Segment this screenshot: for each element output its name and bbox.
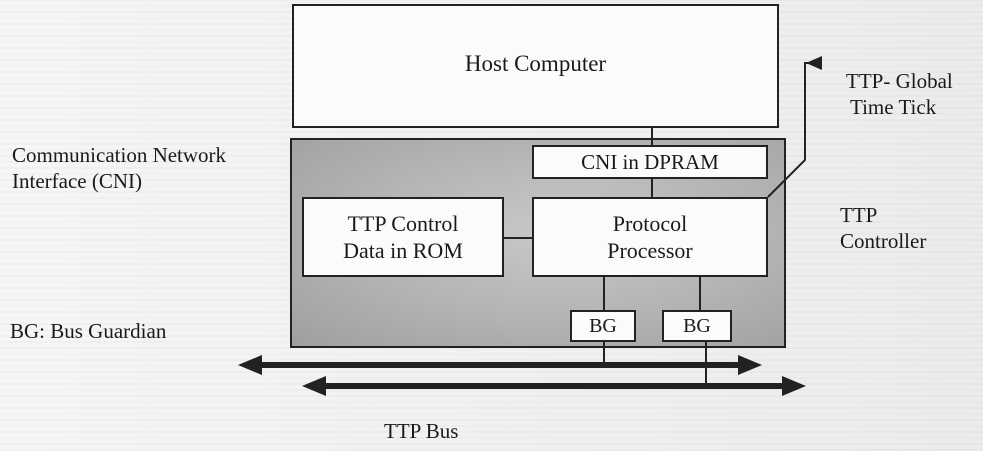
bus-guardian-left-box: BG [570, 310, 636, 342]
cni-dpram-box: CNI in DPRAM [532, 145, 768, 179]
ttp-control-rom-box: TTP Control Data in ROM [302, 197, 504, 277]
ttp-control-line2: Data in ROM [343, 238, 463, 263]
bus-guardian-left-label: BG [589, 314, 617, 337]
host-computer-box: Host Computer [292, 4, 779, 128]
protocol-processor-line2: Processor [607, 238, 693, 263]
ttp-controller-line2: Controller [840, 229, 927, 254]
ttp-bus-lower [302, 376, 806, 396]
bus-guardian-right-label: BG [683, 314, 711, 337]
cni-dpram-label: CNI in DPRAM [581, 149, 719, 174]
global-time-tick-label: TTP- Global Time Tick [846, 68, 953, 121]
global-time-tick-arrowhead [806, 56, 822, 70]
global-time-tick-line1: TTP- Global [846, 69, 953, 93]
protocol-processor-box: Protocol Processor [532, 197, 768, 277]
ttp-bus-label: TTP Bus [384, 419, 459, 443]
ttp-controller-label: TTP Controller [840, 202, 926, 255]
cni-description-line1: Communication Network [12, 143, 227, 167]
bus-guardian-legend: BG: Bus Guardian [10, 319, 167, 343]
ttp-bus-upper [238, 355, 762, 375]
protocol-processor-line1: Protocol [612, 210, 688, 236]
host-computer-label: Host Computer [464, 51, 607, 76]
global-time-tick-line2: Time Tick [850, 95, 937, 120]
global-time-tick-wire [767, 62, 815, 198]
ttp-controller-line1: TTP [840, 203, 878, 227]
cni-description-line2: Interface (CNI) [12, 169, 142, 194]
cni-description-label: Communication Network Interface (CNI) [12, 142, 226, 195]
bus-guardian-right-box: BG [662, 310, 732, 342]
ttp-control-line1: TTP Control [347, 210, 459, 236]
